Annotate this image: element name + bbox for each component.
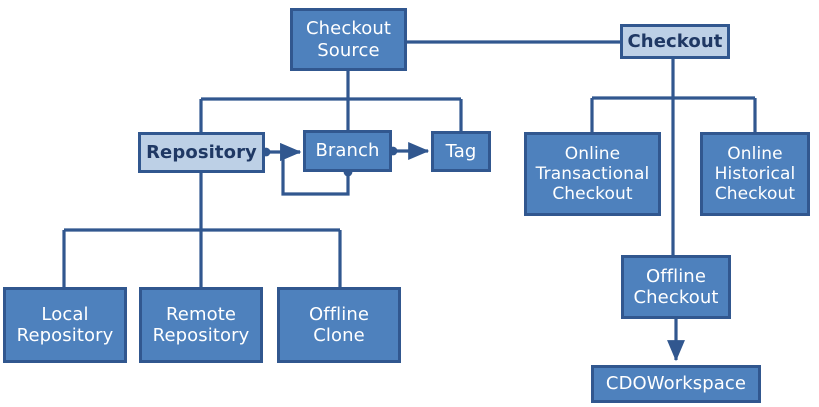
node-branch[interactable]: Branch: [303, 130, 392, 172]
connector-branch-selfloop: [280, 143, 350, 196]
node-cdo-workspace[interactable]: CDOWorkspace: [591, 365, 761, 403]
node-checkout[interactable]: Checkout: [620, 24, 730, 59]
node-local-repository[interactable]: Local Repository: [3, 287, 127, 363]
node-remote-repository[interactable]: Remote Repository: [139, 287, 263, 363]
node-checkout-source[interactable]: Checkout Source: [290, 8, 407, 71]
node-online-transactional-checkout[interactable]: Online Transactional Checkout: [524, 132, 661, 216]
node-tag[interactable]: Tag: [431, 131, 491, 172]
node-repository[interactable]: Repository: [138, 132, 265, 173]
node-offline-clone[interactable]: Offline Clone: [277, 287, 401, 363]
node-offline-checkout[interactable]: Offline Checkout: [621, 255, 731, 319]
node-online-historical-checkout[interactable]: Online Historical Checkout: [700, 132, 810, 216]
